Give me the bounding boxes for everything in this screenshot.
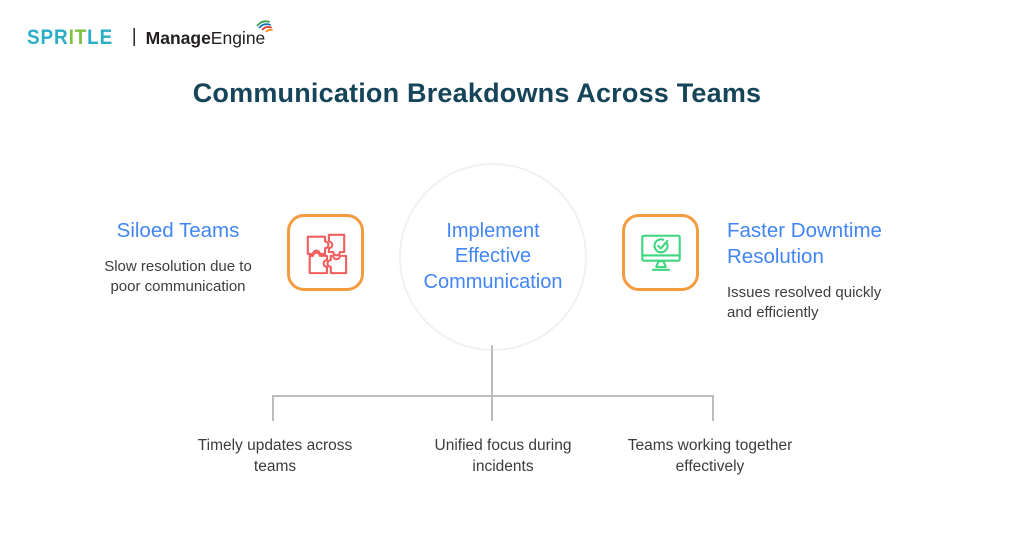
siloed-teams-block: Siloed Teams Slow resolution due to poor… — [64, 218, 292, 297]
connector-horizontal — [272, 395, 714, 397]
spritle-logo-part3: LE — [87, 26, 114, 49]
spritle-logo: SPRITLE — [27, 26, 113, 50]
center-circle: Implement Effective Communication — [399, 163, 587, 351]
connector-vertical-center — [491, 345, 493, 421]
faster-downtime-description: Issues resolved quickly and efficiently — [727, 284, 882, 322]
outcome-label-unified-focus: Unified focus during incidents — [434, 437, 572, 475]
center-heading: Implement Effective Communication — [423, 219, 563, 293]
connector-drop-right — [712, 395, 714, 421]
manageengine-logo-bold: Manage — [145, 27, 211, 48]
manageengine-logo: ManageEngine — [145, 19, 274, 49]
monitor-check-icon — [640, 234, 681, 271]
monitor-icon-card — [622, 214, 699, 291]
spritle-logo-part1: SPR — [27, 26, 69, 49]
spritle-logo-part2: IT — [68, 26, 88, 49]
siloed-teams-heading: Siloed Teams — [116, 219, 240, 242]
faster-downtime-heading: Faster Downtime Resolution — [727, 219, 882, 269]
puzzle-icon-card — [287, 214, 364, 291]
siloed-teams-description: Slow resolution due to poor communicatio… — [104, 258, 252, 296]
faster-downtime-block: Faster Downtime Resolution Issues resolv… — [727, 218, 927, 323]
page-title: Communication Breakdowns Across Teams — [192, 78, 762, 108]
logo-row: SPRITLE | ManageEngine — [27, 19, 274, 50]
outcome-label-teams-together: Teams working together effectively — [627, 437, 793, 475]
logo-separator: | — [131, 26, 137, 47]
connector-drop-left — [272, 395, 274, 421]
outcome-label-timely-updates: Timely updates across teams — [197, 437, 353, 475]
manageengine-logo-regular: Engine — [210, 27, 266, 48]
manageengine-swirl-icon — [256, 19, 274, 32]
puzzle-icon — [306, 233, 347, 274]
